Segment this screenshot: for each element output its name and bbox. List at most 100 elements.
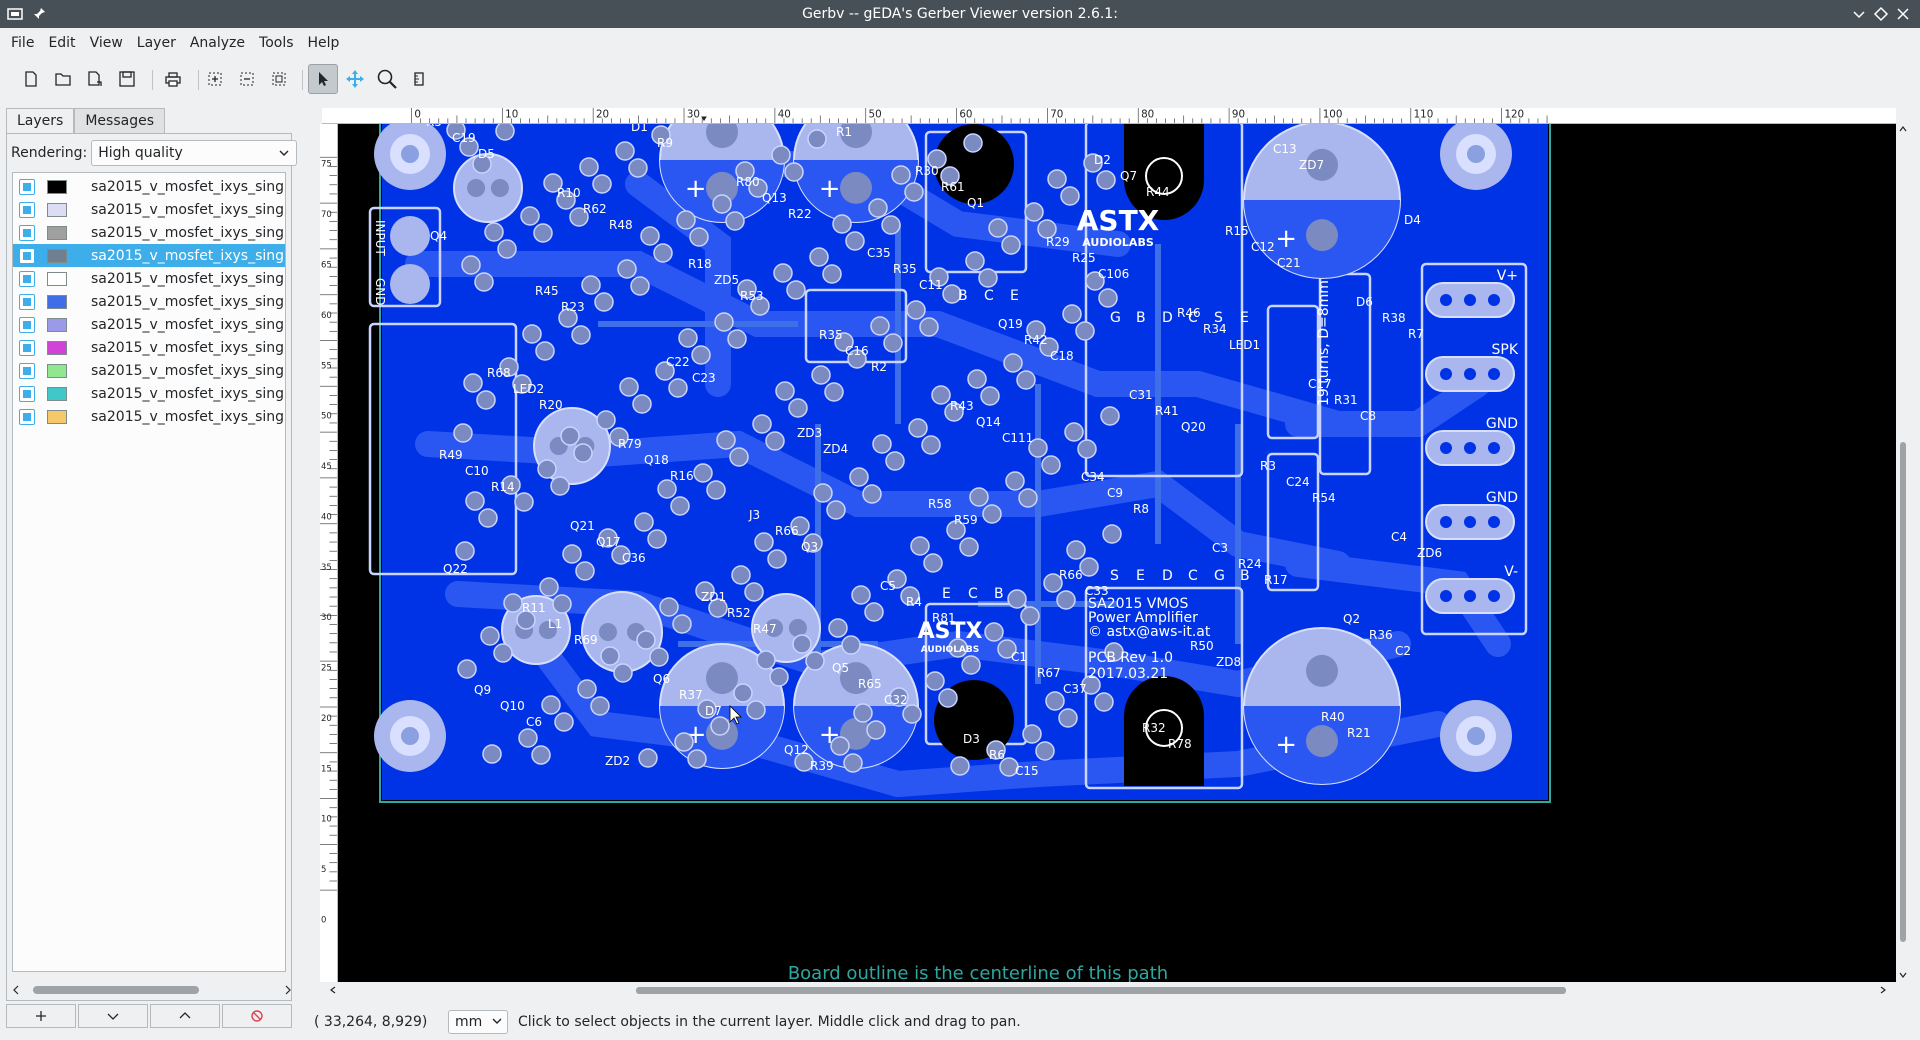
move-layer-up-button[interactable]: [150, 1004, 220, 1028]
menu-view[interactable]: View: [89, 35, 123, 51]
pin-icon[interactable]: [30, 5, 48, 23]
layer-color-swatch[interactable]: [47, 248, 67, 263]
layer-visible-checkbox[interactable]: [19, 385, 35, 402]
layer-visible-checkbox[interactable]: [19, 201, 35, 218]
pad: [1104, 642, 1124, 662]
canvas-hscrollbar[interactable]: [330, 984, 1886, 996]
layer-name: sa2015_v_mosfet_ixys_single_p: [91, 362, 285, 379]
layer-color-swatch[interactable]: [47, 179, 67, 194]
pad: [390, 216, 430, 256]
canvas-vscroll-thumb[interactable]: [1900, 442, 1906, 942]
remove-layer-button[interactable]: [222, 1004, 292, 1028]
tab-layers[interactable]: Layers: [6, 108, 75, 134]
pad: [697, 699, 717, 719]
scroll-down-icon[interactable]: [1898, 970, 1908, 980]
layer-visible-checkbox[interactable]: [19, 270, 35, 287]
canvas-vscrollbar[interactable]: [1896, 124, 1910, 982]
unit-select[interactable]: mm: [448, 1010, 508, 1034]
connector-hole: [1488, 516, 1500, 528]
close-icon[interactable]: [1894, 5, 1912, 23]
scroll-left-icon[interactable]: [11, 984, 21, 996]
move-layer-down-button[interactable]: [78, 1004, 148, 1028]
layer-color-swatch[interactable]: [47, 386, 67, 401]
layer-color-swatch[interactable]: [47, 271, 67, 286]
drawing-canvas[interactable]: ++++++V+SPKGNDGNDV-INPUTGNDASTXAUDIOLABS…: [338, 124, 1896, 982]
layer-visible-checkbox[interactable]: [19, 362, 35, 379]
scroll-up-icon[interactable]: [1898, 124, 1908, 134]
pan-tool-button[interactable]: [340, 64, 370, 94]
pad: [615, 141, 635, 161]
component-label: R52: [727, 606, 751, 620]
menu-edit[interactable]: Edit: [48, 35, 76, 51]
add-layer-button[interactable]: [6, 1004, 76, 1028]
product-text: © astx@aws-it.at: [1088, 624, 1211, 640]
pad: [581, 275, 601, 295]
pointer-tool-button[interactable]: [308, 64, 338, 94]
component-label: R38: [1382, 311, 1406, 325]
layer-visible-checkbox[interactable]: [19, 293, 35, 310]
minimize-icon[interactable]: [1850, 5, 1868, 23]
zoom-out-button[interactable]: [232, 64, 262, 94]
layer-color-swatch[interactable]: [47, 409, 67, 424]
layer-visible-checkbox[interactable]: [19, 178, 35, 195]
layer-row[interactable]: sa2015_v_mosfet_ixys_single_p: [13, 290, 285, 313]
canvas-hscroll-thumb[interactable]: [636, 987, 1566, 994]
layer-color-swatch[interactable]: [47, 317, 67, 332]
pad: [862, 484, 882, 504]
menu-tools[interactable]: Tools: [259, 35, 294, 51]
component-label: R36: [1369, 628, 1393, 642]
layer-color-swatch[interactable]: [47, 340, 67, 355]
scroll-right-icon[interactable]: [283, 984, 293, 996]
layer-row[interactable]: sa2015_v_mosfet_ixys_single_p: [13, 359, 285, 382]
menu-analyze[interactable]: Analyze: [189, 35, 246, 51]
layer-row[interactable]: sa2015_v_mosfet_ixys_single_p: [13, 382, 285, 405]
layer-color-swatch[interactable]: [47, 225, 67, 240]
tab-messages[interactable]: Messages: [74, 108, 165, 134]
zoom-in-button[interactable]: [200, 64, 230, 94]
scroll-right-icon[interactable]: [1878, 985, 1888, 995]
new-button[interactable]: [16, 64, 46, 94]
pin-label: E: [942, 586, 951, 602]
layer-color-swatch[interactable]: [47, 294, 67, 309]
layer-visible-checkbox[interactable]: [19, 247, 35, 264]
layer-visible-checkbox[interactable]: [19, 408, 35, 425]
layer-row[interactable]: sa2015_v_mosfet_ixys_single_p: [13, 221, 285, 244]
zoom-tool-button[interactable]: [372, 64, 402, 94]
layer-visible-checkbox[interactable]: [19, 224, 35, 241]
component-label: R37: [679, 688, 703, 702]
layer-color-swatch[interactable]: [47, 363, 67, 378]
layer-row[interactable]: sa2015_v_mosfet_ixys_single_p: [13, 405, 285, 428]
layer-row[interactable]: sa2015_v_mosfet_ixys_single_p: [13, 336, 285, 359]
menu-layer[interactable]: Layer: [136, 35, 176, 51]
app-icon[interactable]: [6, 5, 24, 23]
component-label: R49: [439, 448, 463, 462]
rendering-select[interactable]: High quality: [91, 140, 298, 166]
print-button[interactable]: [158, 64, 188, 94]
pad: [885, 451, 905, 471]
scroll-left-icon[interactable]: [328, 985, 338, 995]
menu-file[interactable]: File: [11, 35, 35, 51]
zoom-fit-button[interactable]: [264, 64, 294, 94]
layer-row[interactable]: sa2015_v_mosfet_ixys_single_p: [13, 244, 285, 267]
pad: [503, 593, 523, 613]
layer-row[interactable]: sa2015_v_mosfet_ixys_single_p: [13, 267, 285, 290]
maximize-icon[interactable]: [1872, 5, 1890, 23]
window-title: Gerbv -- gEDA's Gerber Viewer version 2.…: [802, 6, 1118, 22]
component-label: R58: [928, 497, 952, 511]
layer-color-swatch[interactable]: [47, 202, 67, 217]
capacitor-body: [453, 153, 523, 223]
menu-help[interactable]: Help: [307, 35, 340, 51]
pad: [459, 137, 479, 157]
layer-visible-checkbox[interactable]: [19, 316, 35, 333]
layer-list-hscrollbar[interactable]: [13, 985, 291, 995]
open-button[interactable]: [48, 64, 78, 94]
revert-button[interactable]: [80, 64, 110, 94]
save-button[interactable]: [112, 64, 142, 94]
layer-row[interactable]: sa2015_v_mosfet_ixys_single_p: [13, 198, 285, 221]
measure-tool-button[interactable]: [404, 64, 434, 94]
layer-row[interactable]: sa2015_v_mosfet_ixys_single_p: [13, 175, 285, 198]
layer-row[interactable]: sa2015_v_mosfet_ixys_single_p: [13, 313, 285, 336]
layer-list-hscroll-thumb[interactable]: [33, 986, 199, 994]
layer-visible-checkbox[interactable]: [19, 339, 35, 356]
connector-hole: [1464, 442, 1476, 454]
